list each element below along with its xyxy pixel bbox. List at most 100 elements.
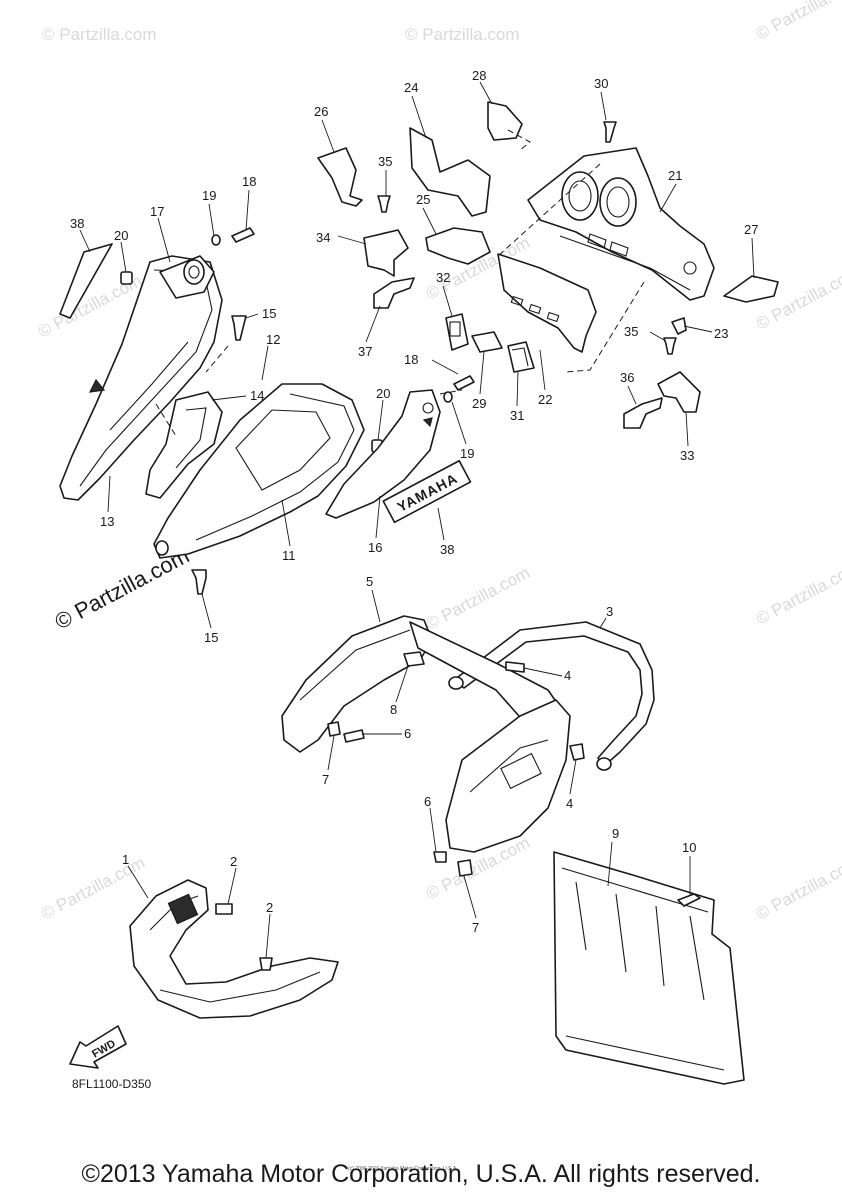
callout: 29	[472, 396, 486, 411]
small-cover-16	[325, 389, 441, 519]
callout: 15	[204, 630, 218, 645]
callout: 35	[378, 154, 392, 169]
decal-strip-38	[59, 243, 113, 319]
callout: 2	[266, 900, 273, 915]
callout-labels: 38 20 17 19 18 15 12 14 13 11 20 19 16 3…	[70, 68, 758, 935]
callout: 20	[376, 386, 390, 401]
callout: 32	[436, 270, 450, 285]
bracket-33	[657, 371, 701, 413]
callout: 27	[744, 222, 758, 237]
callout: 38	[70, 216, 84, 231]
side-cover-right-11	[153, 383, 365, 559]
callout: 31	[510, 408, 524, 423]
callout: 11	[282, 548, 296, 563]
callout: 8	[390, 702, 397, 717]
fwd-arrow-icon: FWD	[69, 1025, 127, 1069]
bracket-36	[623, 397, 663, 429]
bolt-4	[505, 661, 525, 673]
callout: 33	[680, 448, 694, 463]
panel-27	[723, 275, 779, 303]
bolt-30	[603, 121, 617, 143]
callout: 10	[682, 840, 696, 855]
callout-leaders	[79, 81, 755, 959]
bolt-6	[343, 729, 365, 743]
watermark: © Partzilla.com	[753, 558, 842, 629]
front-cover-lower	[445, 699, 571, 853]
rivet-10	[677, 893, 701, 907]
callout: 2	[230, 854, 237, 869]
callout: 9	[612, 826, 619, 841]
callout: 3	[606, 604, 613, 619]
cover-25	[425, 227, 491, 265]
watermark: © Partzilla.com	[405, 25, 520, 44]
collar-20	[120, 271, 133, 285]
callout: 18	[404, 352, 418, 367]
callout: 7	[322, 772, 329, 787]
bolt-2	[215, 903, 233, 915]
callout: 34	[316, 230, 330, 245]
switch-31	[507, 341, 535, 373]
washer-19	[211, 234, 221, 246]
callout: 1	[122, 852, 129, 867]
callout: 30	[594, 76, 608, 91]
callout: 26	[314, 104, 328, 119]
callout: 21	[668, 168, 682, 183]
copyright-notice: ©2013 Yamaha Motor Corporation, U.S.A. A…	[81, 1160, 761, 1188]
bumper-rail-3	[453, 621, 655, 767]
blank-29	[471, 331, 503, 353]
bracket-37	[373, 277, 415, 309]
leader-dashed	[507, 129, 531, 151]
callout: 12	[266, 332, 280, 347]
callout: 36	[620, 370, 634, 385]
fastener-35b	[663, 337, 677, 355]
block-8	[403, 651, 425, 667]
callout: 17	[150, 204, 164, 219]
bolt-6b	[433, 851, 447, 863]
watermark: © Partzilla.com	[42, 25, 157, 44]
bolt-2b	[259, 957, 273, 971]
callout: 20	[114, 228, 128, 243]
screw-18b	[453, 375, 475, 391]
callout: 28	[472, 68, 486, 83]
callout: 6	[424, 794, 431, 809]
callout: 38	[440, 542, 454, 557]
callout: 7	[472, 920, 479, 935]
callout: 24	[404, 80, 418, 95]
bolt-15	[231, 315, 247, 341]
washer-19b	[443, 391, 453, 403]
callout: 15	[262, 306, 276, 321]
callout: 14	[250, 388, 264, 403]
callout: 4	[564, 668, 571, 683]
callout: 37	[358, 344, 372, 359]
inner-panel-14	[145, 391, 223, 499]
mud-flap-9	[553, 851, 745, 1085]
callout: 16	[368, 540, 382, 555]
callout: 35	[624, 324, 638, 339]
callout: 6	[404, 726, 411, 741]
callout: 5	[366, 574, 373, 589]
fastener-35	[377, 195, 391, 213]
callout: 23	[714, 326, 728, 341]
switch-32	[445, 313, 469, 351]
watermark: © Partzilla.com	[423, 563, 533, 634]
callout: 18	[242, 174, 256, 189]
watermark: © Partzilla.com	[38, 853, 148, 924]
callout: 22	[538, 392, 552, 407]
nut-7	[327, 721, 341, 737]
callout: 13	[100, 514, 114, 529]
bolt-4b	[569, 743, 585, 761]
callout: 25	[416, 192, 430, 207]
nut-7b	[457, 859, 473, 877]
diagram-code: 8FL1100-D350	[72, 1077, 151, 1091]
tiny-copyright: (c) 2006-2016 Yamaha Motor Corporation, …	[348, 1166, 458, 1172]
callout: 19	[202, 188, 216, 203]
bolt-15b	[191, 569, 207, 595]
watermark: © Partzilla.com	[753, 0, 842, 44]
watermark: © Partzilla.com	[753, 853, 842, 924]
screw-18	[231, 227, 255, 243]
side-cover-left-13	[59, 255, 223, 501]
cover-24	[409, 127, 491, 217]
callout: 4	[566, 796, 573, 811]
callout: 19	[460, 446, 474, 461]
